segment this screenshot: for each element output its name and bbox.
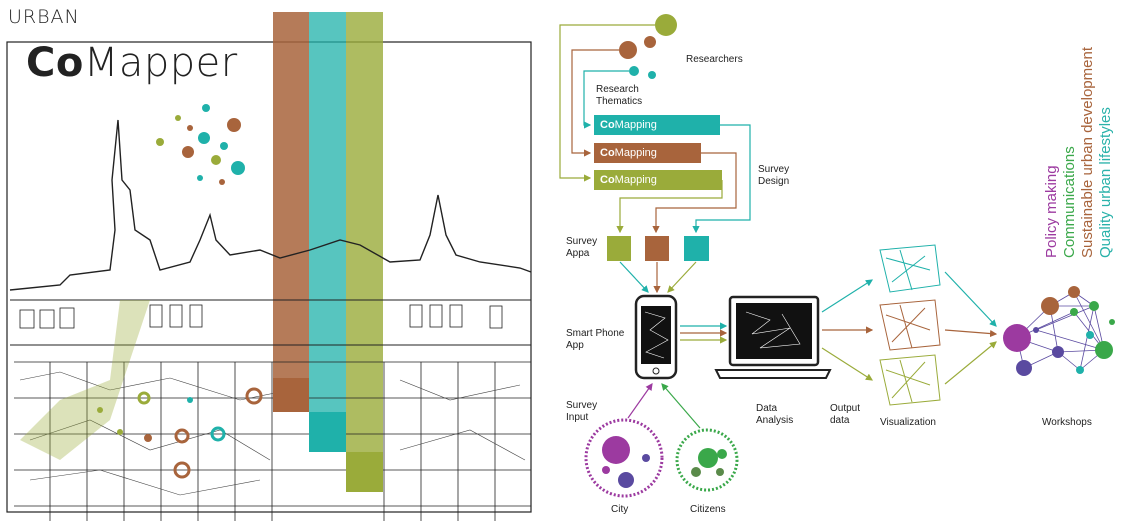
viz-map-olive — [879, 354, 941, 406]
comapping-teal-label: CoMapping — [600, 119, 657, 131]
city-label: City — [611, 504, 629, 515]
skyline-outline — [9, 119, 532, 291]
route-highlight — [20, 300, 150, 460]
map-grid — [14, 361, 531, 521]
data-analysis-label: Data Analysis — [756, 403, 794, 426]
comapping-brown — [594, 143, 701, 163]
theme-sustainable-urban-development: Sustainable urban development — [1079, 47, 1096, 258]
teal-band — [309, 12, 346, 452]
theme-quality-urban-lifestyles: Quality urban lifestyles — [1097, 107, 1114, 258]
comapping-brown-label: CoMapping — [600, 147, 657, 159]
olive-band — [346, 12, 383, 492]
citizens-label: Citizens — [690, 504, 726, 515]
brand-title: CoMapper — [26, 40, 238, 86]
workshops-label: Workshops — [1042, 417, 1092, 428]
viz-map-teal — [879, 244, 941, 293]
viz-map-brown — [879, 299, 941, 351]
map-dots — [97, 397, 193, 442]
visualization-label: Visualization — [880, 417, 936, 428]
research-thematics-label: Research Thematics — [596, 84, 643, 107]
comapping-olive-label: CoMapping — [600, 174, 657, 186]
city-illustration — [6, 12, 532, 521]
survey-app-olive — [607, 236, 631, 261]
brand-top-text: URBAN — [8, 6, 80, 28]
comapping-teal — [594, 115, 720, 135]
logo-dots — [156, 104, 245, 185]
theme-communications: Communications — [1061, 146, 1078, 258]
survey-app-teal — [684, 236, 709, 261]
olive-square — [346, 452, 383, 492]
city-circle — [584, 418, 664, 498]
brand-suffix: Mapper — [83, 40, 238, 86]
brand-prefix: Co — [26, 40, 84, 86]
skyline-ground — [10, 299, 531, 346]
survey-app-brown — [645, 236, 669, 261]
brown-square — [273, 378, 309, 412]
survey-input-label: Survey Input — [566, 400, 598, 423]
citizens-circle — [675, 428, 739, 492]
network-nodes — [1003, 286, 1115, 376]
smart-phone-app-label: Smart Phone App — [566, 328, 625, 351]
illustration-frame — [6, 41, 532, 513]
researcher-dots — [619, 14, 677, 79]
teal-square — [309, 412, 346, 452]
building-windows — [19, 304, 503, 329]
survey-design-label: Survey Design — [758, 164, 790, 187]
street-lines — [19, 371, 526, 496]
theme-policy-making: Policy making — [1043, 165, 1060, 258]
survey-appa-label: Survey Appa — [566, 236, 598, 259]
researchers-label: Researchers — [686, 54, 743, 65]
output-data-label: Output data — [830, 403, 861, 426]
map-markers — [137, 387, 263, 479]
comapping-olive — [594, 170, 722, 190]
